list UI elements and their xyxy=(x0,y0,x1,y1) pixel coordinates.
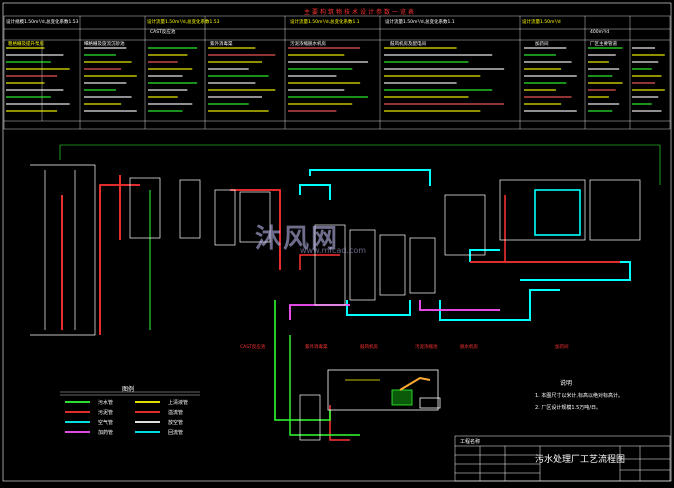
legend-item-5: 溢流管 xyxy=(168,410,184,416)
process-label-thickener: 污泥浓缩池 xyxy=(415,345,438,350)
dewatering-building xyxy=(327,369,441,411)
table-row1-cell-5: 设计流量1.50m³/d,总变化系数1.1 xyxy=(385,20,455,25)
notes-title: 说明 xyxy=(560,380,573,387)
table-header-0: 粗格栅及提升泵房 xyxy=(8,42,44,47)
process-label-uv: 紫外消毒渠 xyxy=(305,345,328,350)
legend-swatches xyxy=(65,401,160,433)
watermark-sub: www.mfcad.com xyxy=(300,246,367,255)
table-header-7: 厂区主要管道 xyxy=(590,42,617,47)
legend-item-0: 污水管 xyxy=(98,400,114,406)
notes-line-2: 2. 厂区设计规模1.5万吨/日。 xyxy=(535,405,601,411)
legend-item-7: 回流管 xyxy=(168,430,184,436)
table-row1-cell-7: 400m³/d xyxy=(590,30,610,35)
title-block xyxy=(454,435,671,482)
table-header-6: 加药间 xyxy=(535,42,549,47)
legend-item-3: 加药管 xyxy=(98,430,114,436)
legend-title: 图例 xyxy=(122,386,135,393)
process-label-dosing: 加药间 xyxy=(555,345,569,350)
table-row1-cell-6: 设计流量1.50m³/d xyxy=(522,20,561,25)
table-header-4: 污泥浓缩脱水机房 xyxy=(290,42,326,47)
process-pipes xyxy=(30,144,661,441)
table-header-1: 细格栅及旋流沉砂池 xyxy=(84,42,125,47)
table-row1-cell-0: 设计规模1.50m³/d,总变化系数1.53 xyxy=(6,20,79,25)
legend-item-2: 空气管 xyxy=(98,420,114,426)
table-header-5: 鼓风机房及配电间 xyxy=(390,42,426,47)
table-row1-cell-2: 设计流量1.50m³/d,总变化系数1.53 xyxy=(147,20,220,25)
table-header-3: 紫外消毒渠 xyxy=(210,42,233,47)
process-label-blower: 鼓风机房 xyxy=(360,345,378,350)
legend-item-1: 污泥管 xyxy=(98,410,114,416)
legend-item-6: 放空管 xyxy=(168,420,184,426)
process-label-cast: CAST反应池 xyxy=(240,345,266,350)
title-block-company: 工程名称 xyxy=(460,439,481,445)
table-title: 主要构筑物技术设计参数一览表 xyxy=(303,9,416,16)
table-row1-cell-4: 设计流量1.50m³/d,总变化系数1.1 xyxy=(290,20,360,25)
legend-box xyxy=(60,391,200,396)
table-content-lines xyxy=(6,47,665,112)
parameter-table xyxy=(3,15,671,130)
drawing-border xyxy=(2,2,672,482)
process-label-dewatering: 脱水机房 xyxy=(460,345,478,350)
legend-item-4: 上清液管 xyxy=(168,400,189,406)
drawing-name: 污水处理厂工艺流程图 xyxy=(535,455,626,465)
table-row1-cell-cast: CAST反应池 xyxy=(150,30,176,35)
notes-line-1: 1. 本图尺寸以米计,标高以绝对标高计。 xyxy=(535,393,623,399)
watermark-main: 沐风网 xyxy=(255,224,340,254)
